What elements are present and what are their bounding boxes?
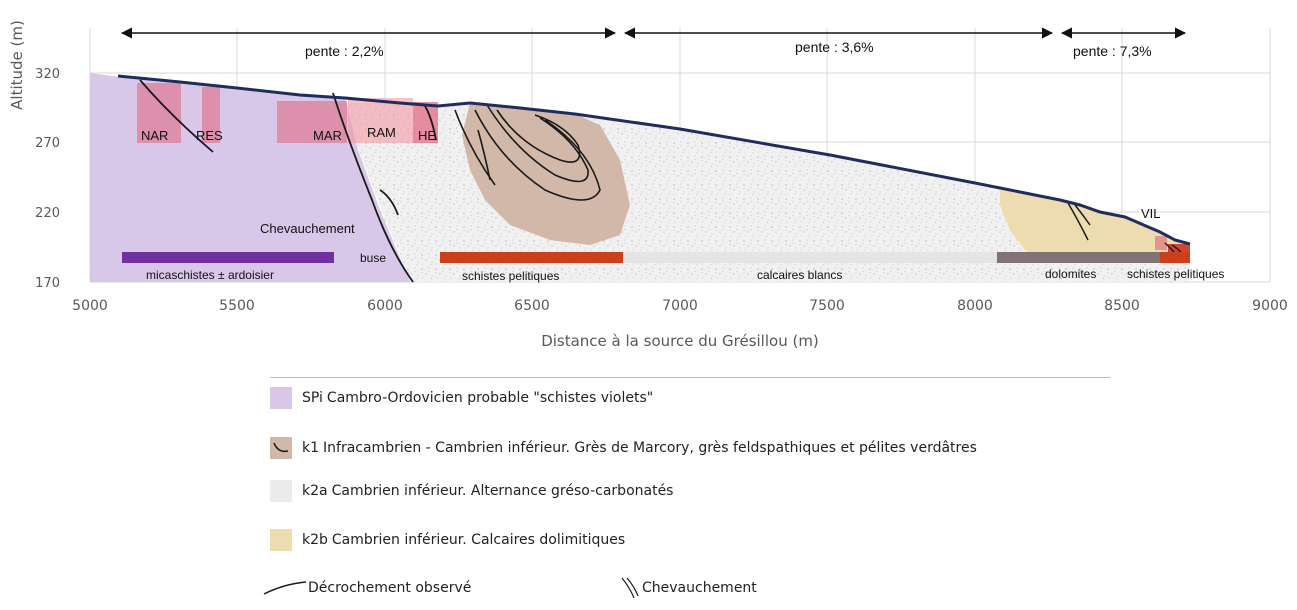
- zone-label-he: HE: [418, 128, 436, 143]
- elevation-profile-line: [117, 74, 1191, 246]
- bar-micaschistes: [122, 252, 334, 263]
- geological-profile-chart: pente : 2,2% pente : 3,6% pente : 7,3% N…: [8, 20, 1288, 350]
- bar-label-dolomites: dolomites: [1045, 267, 1096, 281]
- k1-unit-area: [462, 103, 630, 245]
- legend-code-k2a: k2a: [302, 483, 328, 499]
- legend-item-k2b: k2b Cambrien inférieur. Calcaires dolimi…: [270, 528, 625, 552]
- x-tick-7000: 7000: [662, 298, 698, 314]
- legend-text-k1: Infracambrien - Cambrien inférieur. Grès…: [323, 440, 977, 456]
- legend-swatch-k1: [270, 437, 292, 459]
- zone-he-area: [413, 102, 438, 143]
- legend-item-chevauchement: Chevauchement: [620, 576, 757, 600]
- bar-schistes-pelitiques-2: [1160, 252, 1190, 263]
- bar-dolomites: [997, 252, 1160, 263]
- legend: SPi Cambro-Ordovicien probable "schistes…: [263, 377, 1110, 599]
- fold-line-icon: [273, 442, 289, 453]
- legend-text-k2a: Cambrien inférieur. Alternance gréso-car…: [331, 483, 674, 499]
- legend-item-k1: k1 Infracambrien - Cambrien inférieur. G…: [270, 436, 977, 460]
- legend-text-spi: Cambro-Ordovicien probable "schistes vio…: [326, 390, 654, 406]
- chevauchement-label: Chevauchement: [260, 221, 355, 236]
- zone-nar-area: [137, 83, 181, 143]
- bar-label-micaschistes: micaschistes ± ardoisier: [146, 268, 274, 282]
- fold-lines: [454, 104, 601, 201]
- zone-vil-area: [1155, 236, 1167, 250]
- x-tick-6000: 6000: [367, 298, 403, 314]
- y-tick-320: 320: [35, 67, 60, 82]
- x-tick-5000: 5000: [72, 298, 108, 314]
- zone-mar-area: [277, 101, 347, 143]
- legend-code-spi: SPi: [302, 390, 323, 406]
- zone-res-area: [202, 87, 220, 143]
- decrochement-line-icon: [263, 581, 307, 595]
- legend-text-chevauchement: Chevauchement: [642, 580, 757, 596]
- legend-item-spi: SPi Cambro-Ordovicien probable "schistes…: [270, 386, 653, 410]
- zone-label-vil: VIL: [1141, 206, 1161, 221]
- zone-label-ram: RAM: [367, 125, 396, 140]
- y-tick-220: 220: [35, 206, 60, 221]
- bar-schistes-pelitiques: [440, 252, 623, 263]
- x-axis-title: Distance à la source du Grésillou (m): [541, 332, 819, 350]
- bar-label-schistes-2: schistes pelitiques: [1127, 267, 1224, 281]
- legend-swatch-spi: [270, 387, 292, 409]
- slope-label-3: pente : 7,3%: [1073, 43, 1152, 59]
- zone-label-res: RES: [196, 128, 223, 143]
- zone-ram-area: [348, 98, 413, 143]
- x-tick-7500: 7500: [809, 298, 845, 314]
- buse-label: buse: [360, 251, 386, 265]
- y-tick-270: 270: [35, 136, 60, 151]
- x-tick-5500: 5500: [219, 298, 255, 314]
- lithology-bars: [122, 252, 1190, 263]
- fault-lines: [139, 79, 437, 283]
- x-tick-6500: 6500: [514, 298, 550, 314]
- legend-item-decrochement: Décrochement observé: [263, 576, 472, 600]
- legend-swatch-k2b: [270, 529, 292, 551]
- legend-text-decrochement: Décrochement observé: [308, 580, 472, 596]
- zone-highlights: [137, 83, 1190, 260]
- bar-label-calcaires: calcaires blancs: [757, 268, 842, 282]
- y-tick-170: 170: [35, 276, 60, 291]
- legend-swatch-k2a: [270, 480, 292, 502]
- bar-label-schistes: schistes pelitiques: [462, 269, 559, 283]
- chevauchement-line-icon: [621, 577, 639, 599]
- bar-calcaires-blancs: [623, 252, 998, 263]
- x-tick-8000: 8000: [957, 298, 993, 314]
- x-tick-8500: 8500: [1104, 298, 1140, 314]
- x-tick-9000: 9000: [1252, 298, 1288, 314]
- zone-label-mar: MAR: [313, 128, 342, 143]
- legend-code-k1: k1: [302, 440, 320, 456]
- legend-item-k2a: k2a Cambrien inférieur. Alternance gréso…: [270, 479, 673, 503]
- k2b-unit-area: [1000, 186, 1190, 260]
- legend-text-k2b: Cambrien inférieur. Calcaires dolimitiqu…: [331, 532, 626, 548]
- zone-label-nar: NAR: [141, 128, 168, 143]
- legend-code-k2b: k2b: [302, 532, 328, 548]
- slope-label-2: pente : 3,6%: [795, 39, 874, 55]
- y-axis-title: Altitude (m): [8, 20, 26, 110]
- slope-label-1: pente : 2,2%: [305, 43, 384, 59]
